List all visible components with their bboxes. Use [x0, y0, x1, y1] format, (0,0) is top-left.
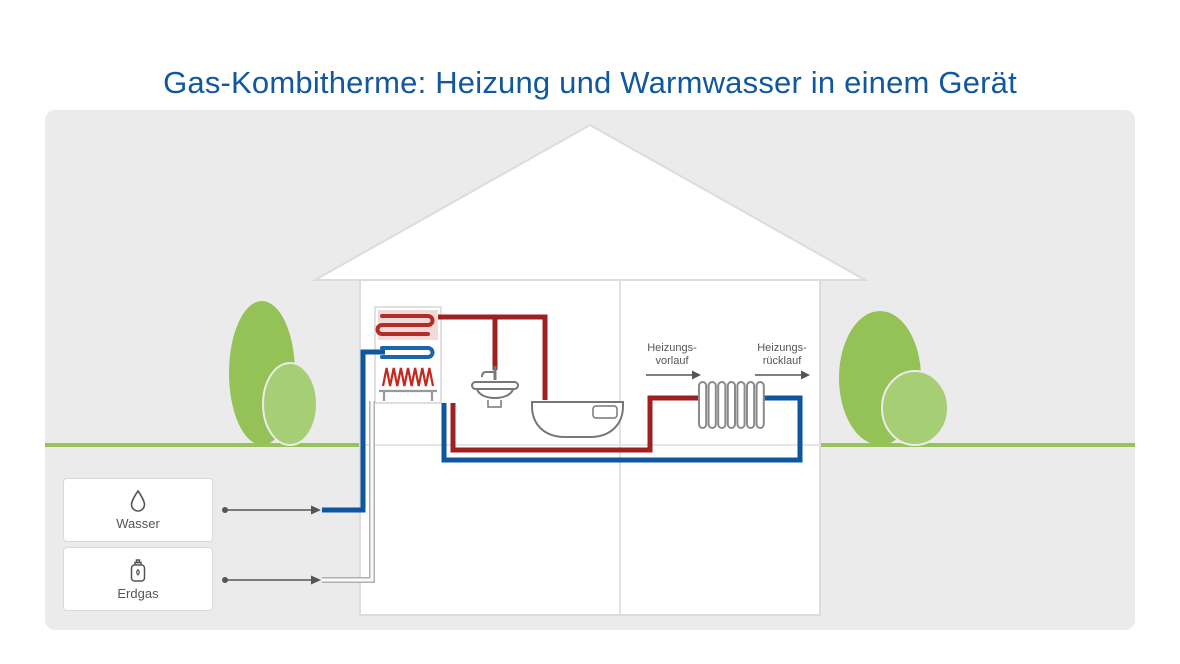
diagram-svg: [45, 123, 1135, 616]
illustration-panel: Heizungs- vorlauf Heizungs- rücklauf Was…: [45, 110, 1135, 630]
bathtub-icon: [531, 401, 624, 438]
water-supply-arrow-icon: [222, 505, 321, 515]
water-drop-icon: [130, 489, 146, 512]
label-line: Heizungs-: [647, 342, 697, 354]
heating-flow-arrow-icon: [646, 370, 701, 380]
heating-return-arrow-icon: [755, 370, 810, 380]
page-title: Gas-Kombitherme: Heizung und Warmwasser …: [163, 64, 1017, 100]
bush-icon: [881, 370, 949, 446]
sink-icon: [471, 366, 519, 408]
cold-coil-icon: [380, 346, 435, 359]
burner-flames-icon: [381, 367, 435, 387]
label-line: Heizungs-: [757, 342, 807, 354]
gas-bottle-icon: [130, 559, 146, 582]
boiler-icon: [375, 310, 438, 401]
heating-return-pipe: [441, 395, 803, 463]
house-roof: [311, 123, 869, 281]
source-box-erdgas: Erdgas: [63, 547, 213, 611]
gas-pipe: [322, 401, 375, 583]
source-box-wasser: Wasser: [63, 478, 213, 542]
hot-coil-icon: [375, 314, 435, 336]
gas-supply-arrow-icon: [222, 575, 321, 585]
heating-flow-pipe: [450, 395, 703, 453]
bush-icon: [262, 362, 318, 446]
cold-water-pipe: [322, 349, 385, 513]
source-label-erdgas: Erdgas: [117, 586, 159, 601]
hot-water-pipe: [436, 314, 548, 400]
label-heizungsvorlauf: Heizungs- vorlauf: [622, 342, 722, 368]
bushes-left: [229, 301, 318, 446]
label-line: rücklauf: [762, 355, 802, 367]
label-line: vorlauf: [655, 355, 689, 367]
label-heizungsruecklauf: Heizungs- rücklauf: [732, 342, 832, 368]
radiator-icon: [698, 381, 765, 429]
source-label-wasser: Wasser: [116, 516, 160, 531]
bushes-right: [839, 311, 949, 446]
